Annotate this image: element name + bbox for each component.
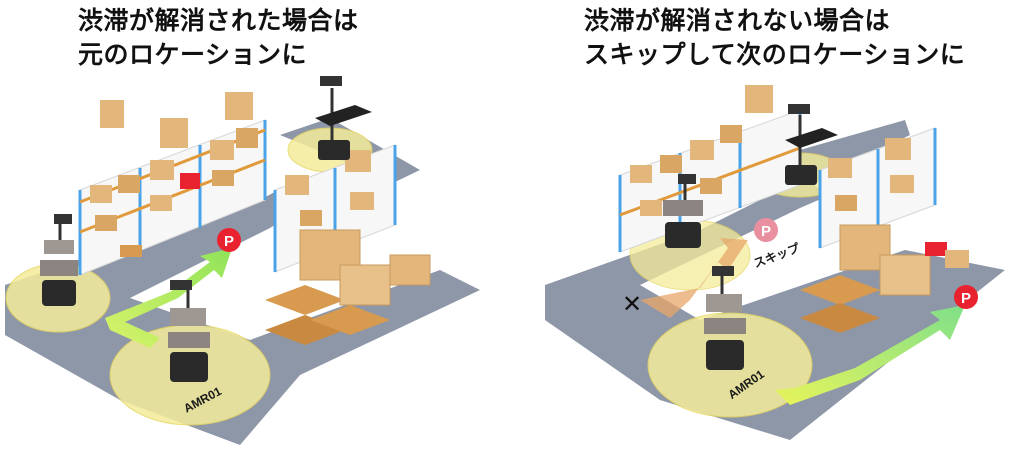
left-panel: P	[5, 76, 480, 445]
right-blocked-mark: ✕	[622, 290, 642, 318]
left-robot-start	[40, 214, 78, 306]
right-parking-marker-next: P	[954, 285, 978, 309]
right-robot-blocked	[663, 174, 703, 248]
right-parking-letter-next: P	[961, 290, 971, 307]
right-robot-top	[785, 104, 838, 185]
right-pallets	[800, 224, 969, 333]
left-robot-top	[315, 76, 372, 160]
right-parking-marker-skipped: P	[754, 218, 778, 242]
left-title-line1: 渋滞が解消された場合は	[78, 6, 359, 35]
left-pallets	[265, 229, 431, 345]
right-title-line2: スキップして次のロケーションに	[584, 40, 966, 69]
left-title-line2: 元のロケーションに	[78, 40, 308, 69]
left-robot-amr01: AMR01	[168, 280, 224, 416]
left-shelving	[78, 92, 267, 276]
right-skip-arrow	[640, 238, 748, 318]
left-parking-marker: P	[217, 228, 241, 252]
left-parking-letter: P	[224, 233, 234, 250]
right-title-line1: 渋滞が解消されない場合は	[584, 6, 891, 35]
left-route-arrow	[105, 248, 232, 348]
right-skip-label: スキップ	[751, 240, 802, 271]
right-panel: ✕ P スキップ P	[545, 85, 1005, 440]
right-parking-letter-skipped: P	[761, 223, 771, 240]
right-shelving-far	[818, 127, 937, 249]
left-title: 渋滞が解消された場合は 元のロケーションに	[78, 4, 359, 72]
right-title: 渋滞が解消されない場合は スキップして次のロケーションに	[584, 4, 965, 72]
right-route-arrow	[775, 305, 965, 405]
